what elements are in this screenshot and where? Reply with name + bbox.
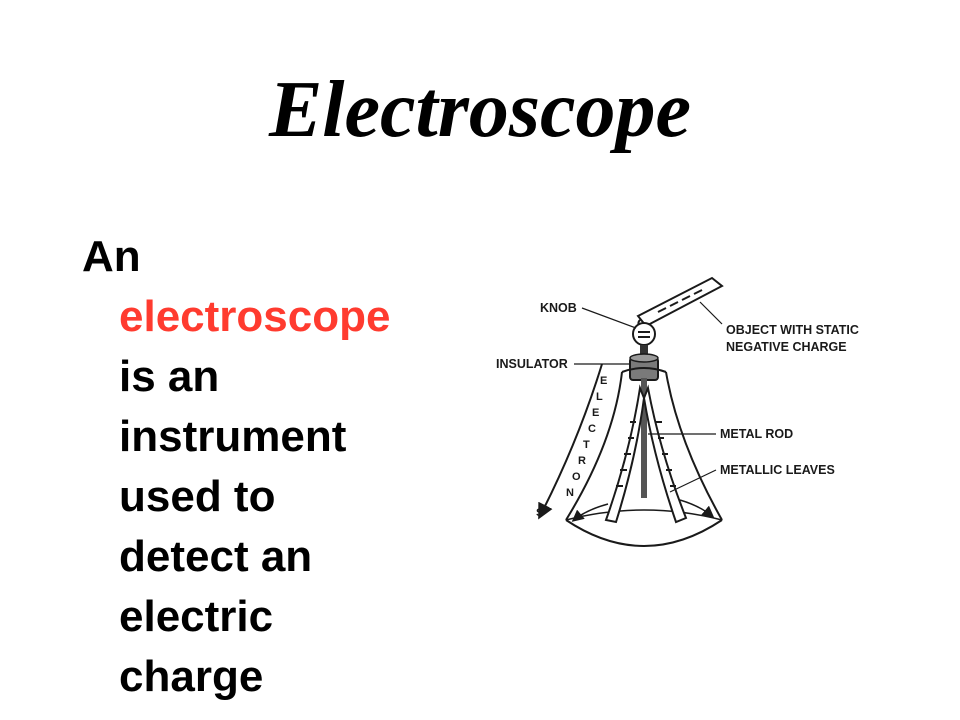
charged-object	[636, 276, 724, 330]
electrons-letter: S	[536, 507, 543, 519]
left-spread-arrow	[571, 503, 609, 522]
electrons-letter: C	[588, 423, 596, 435]
electrons-letter: R	[578, 455, 586, 467]
metal-rod-label: METAL ROD	[720, 427, 793, 441]
definition-line-7: electric	[119, 592, 274, 641]
knob-label: KNOB	[540, 301, 577, 315]
object-label-line2: NEGATIVE CHARGE	[726, 340, 847, 354]
object-label-line1: OBJECT WITH STATIC	[726, 323, 859, 337]
electron-flow-arrow	[538, 363, 603, 520]
electrons-letter: O	[572, 471, 581, 483]
electrons-letter: L	[596, 391, 603, 403]
definition-line-1: An	[82, 232, 141, 281]
electrons-label: E L E C T R O N S	[536, 375, 607, 519]
definition-keyword: electroscope	[119, 292, 391, 341]
metal-rod	[641, 378, 647, 498]
electrons-letter: E	[600, 375, 607, 387]
electrons-letter: N	[566, 487, 574, 499]
definition-line-3: is an	[119, 352, 220, 401]
insulator-label: INSULATOR	[496, 357, 568, 371]
slide-title: Electroscope	[268, 66, 692, 154]
metallic-leaves-label: METALLIC LEAVES	[720, 463, 835, 477]
definition-line-6: detect an	[119, 532, 313, 581]
object-leader	[699, 301, 723, 325]
definition-line-5: used to	[119, 472, 276, 521]
knob-leader	[581, 307, 637, 329]
electroscope-diagram: E L E C T R O N S KNOB INSULATOR OBJECT …	[496, 276, 859, 547]
definition-line-8: charge	[119, 652, 264, 701]
electrons-letter: E	[592, 407, 599, 419]
knob	[632, 322, 656, 346]
right-spread-arrow	[679, 499, 715, 518]
definition-line-4: instrument	[119, 412, 347, 461]
rod-top	[640, 345, 648, 359]
definition-text: An electroscope is an instrument used to…	[82, 227, 462, 707]
electrons-letter: T	[583, 439, 590, 451]
leaves-leader	[669, 469, 717, 493]
